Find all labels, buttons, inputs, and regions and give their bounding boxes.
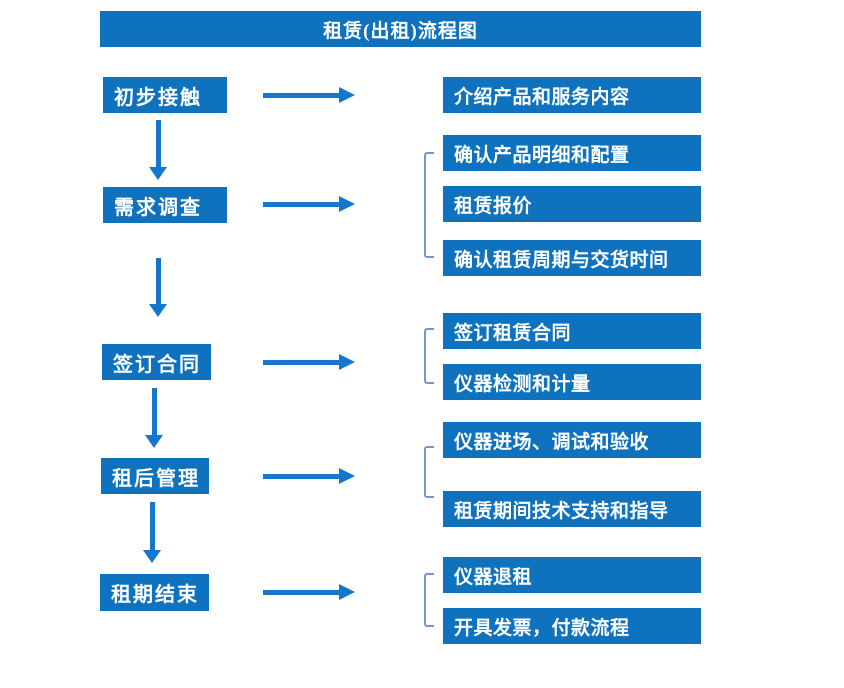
arrow-shaft [263, 473, 341, 479]
arrow-shaft [263, 92, 341, 98]
step-box-sign-contract: 签订合同 [102, 344, 211, 380]
step-box-initial-contact: 初步接触 [103, 77, 227, 113]
arrow-shaft [155, 120, 161, 168]
arrow-down-icon [149, 120, 167, 180]
arrow-right-icon [263, 87, 355, 103]
arrow-head [339, 87, 355, 103]
output-box-confirm-product-details: 确认产品明细和配置 [443, 135, 701, 171]
arrow-shaft [151, 388, 157, 436]
step-box-post-rental-management: 租后管理 [101, 458, 209, 494]
arrow-down-icon [145, 388, 163, 448]
bracket-connector [424, 446, 434, 498]
arrow-shaft [263, 201, 341, 207]
bracket-connector [424, 573, 434, 627]
arrow-shaft [149, 502, 155, 551]
output-box-sign-rental-contract: 签订租赁合同 [443, 313, 701, 349]
arrow-head [339, 354, 355, 370]
step-box-rental-end: 租期结束 [100, 574, 209, 611]
output-box-invoice-payment: 开具发票，付款流程 [443, 608, 701, 644]
arrow-head [145, 435, 163, 448]
arrow-head [143, 550, 161, 563]
arrow-down-icon [143, 502, 161, 563]
output-box-instrument-return: 仪器退租 [443, 557, 701, 593]
arrow-head [339, 196, 355, 212]
output-box-technical-support: 租赁期间技术支持和指导 [443, 491, 701, 527]
arrow-right-icon [263, 196, 355, 212]
flowchart-title: 租赁(出租)流程图 [100, 11, 701, 47]
arrow-shaft [263, 359, 341, 365]
arrow-right-icon [263, 354, 355, 370]
arrow-right-icon [263, 584, 355, 600]
arrow-shaft [155, 258, 161, 305]
arrow-head [339, 468, 355, 484]
bracket-connector [424, 152, 434, 258]
bracket-connector [424, 328, 434, 384]
output-box-instrument-setup-acceptance: 仪器进场、调试和验收 [443, 422, 701, 458]
arrow-head [149, 304, 167, 317]
arrow-head [339, 584, 355, 600]
output-box-instrument-testing: 仪器检测和计量 [443, 364, 701, 400]
step-box-demand-survey: 需求调查 [103, 187, 227, 223]
arrow-right-icon [263, 468, 355, 484]
arrow-shaft [263, 589, 341, 595]
arrow-down-icon [149, 258, 167, 317]
arrow-head [149, 167, 167, 180]
output-box-introduce-products: 介绍产品和服务内容 [443, 77, 701, 113]
output-box-rental-quotation: 租赁报价 [443, 186, 701, 222]
output-box-confirm-period-delivery: 确认租赁周期与交货时间 [443, 240, 701, 276]
